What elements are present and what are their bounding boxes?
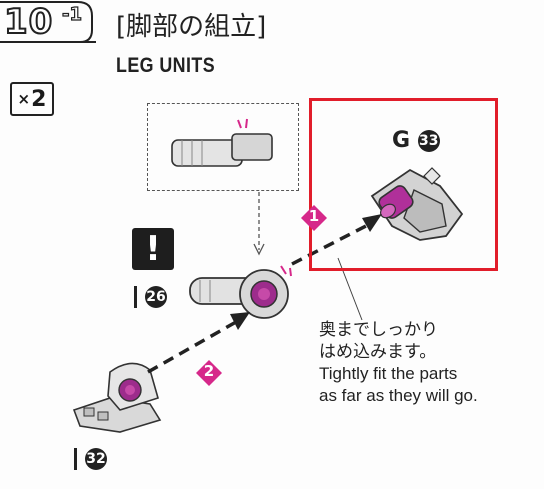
step-1-label: 1	[308, 207, 320, 225]
arrow-step-1-head	[362, 214, 382, 232]
inset-box	[147, 103, 299, 191]
part-32-shape	[72, 362, 162, 433]
inset-part	[171, 118, 273, 167]
part-number-g33: 33	[417, 130, 440, 152]
part-number-32: 32	[85, 448, 107, 470]
step-number: 10	[3, 1, 54, 43]
note-jp-line-1: 奥までしっかり	[319, 320, 438, 340]
part-26-shape	[189, 265, 292, 319]
diamond-icon	[301, 205, 327, 231]
note-jp-line-2: はめ込みます。	[319, 342, 437, 362]
quantity-badge: × 2	[10, 82, 54, 116]
arrow-step-2	[147, 320, 237, 374]
part-g33-shape	[370, 167, 464, 241]
quantity-count: 2	[31, 86, 47, 112]
warning-icon: !	[132, 228, 174, 270]
multiply-sign: ×	[17, 90, 31, 108]
step-2-diamond: 2	[196, 360, 222, 386]
note-en-line-1: Tightly fit the parts	[319, 364, 458, 383]
note-en-line-2: as far as they will go.	[319, 386, 478, 405]
diamond-icon	[196, 360, 222, 386]
part-label-g33: G 33	[392, 128, 440, 153]
step-1-diamond: 1	[301, 205, 327, 231]
title-english: LEG UNITS	[116, 54, 216, 77]
title-japanese: [脚部の組立]	[116, 12, 267, 42]
separator-bar	[134, 286, 137, 308]
arrow-step-2-head	[230, 312, 250, 330]
step-sub-number: -1	[61, 3, 82, 25]
part-label-32: 32	[74, 446, 107, 471]
step-tab: 10 -1	[0, 0, 96, 43]
inset-arrowhead	[253, 243, 265, 256]
step-2-label: 2	[203, 362, 215, 380]
separator-bar	[74, 448, 77, 470]
assembly-note: 奥までしっかり はめ込みます。 Tightly fit the parts as…	[319, 319, 478, 407]
highlight-box	[309, 98, 498, 271]
arrow-step-1	[291, 224, 367, 266]
part-number-26: 26	[145, 286, 167, 308]
runner-letter: G	[392, 128, 411, 153]
part-label-26: 26	[134, 284, 167, 309]
